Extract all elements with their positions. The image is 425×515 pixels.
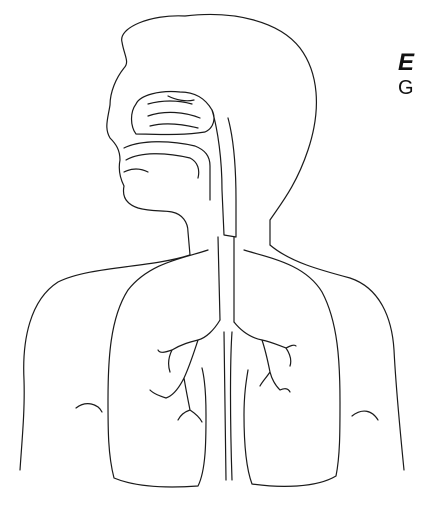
left-lung <box>108 250 208 487</box>
head-outline <box>107 14 317 255</box>
heading-fragment: E G <box>398 50 425 110</box>
left-arm-line <box>76 404 102 412</box>
neck-left <box>20 255 190 470</box>
subtitle-fragment: G <box>398 76 425 100</box>
title-fragment: E <box>398 50 425 76</box>
bronchi <box>172 320 286 480</box>
right-arm-line <box>352 411 378 420</box>
right-bronchial-tree <box>260 340 296 392</box>
oral-cavity <box>124 142 210 200</box>
left-bronchial-tree <box>150 340 202 422</box>
trachea <box>218 237 234 322</box>
pharynx <box>212 110 236 237</box>
right-lung <box>244 250 340 486</box>
